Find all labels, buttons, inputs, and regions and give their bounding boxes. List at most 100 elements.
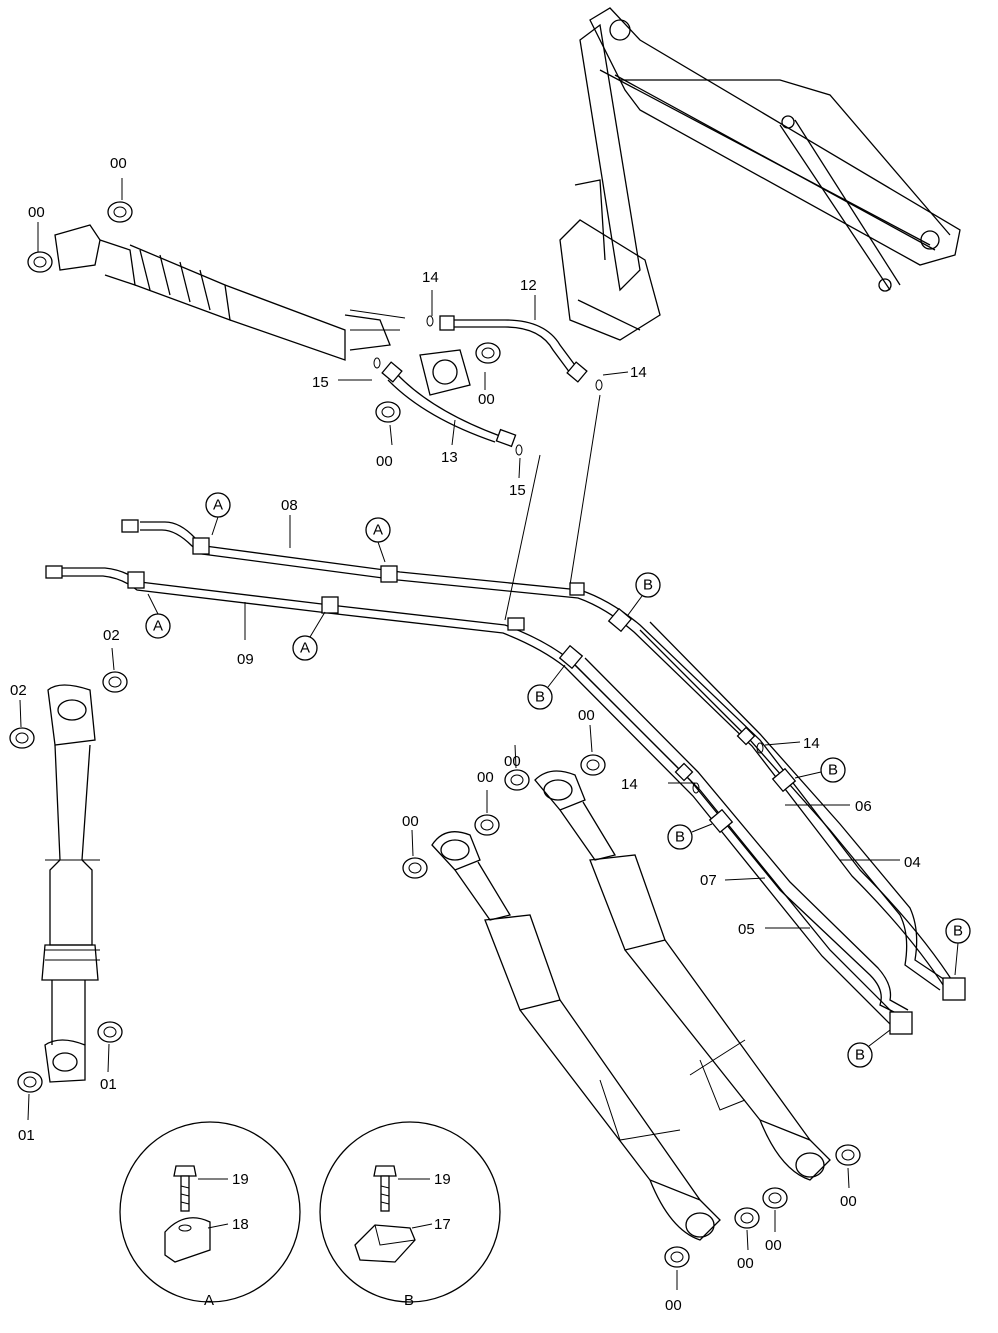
pipe-09 (60, 567, 901, 1027)
washer-00-l4 (580, 754, 606, 776)
label-02-a: 02 (103, 627, 120, 644)
detail-a-label: A (204, 1292, 214, 1309)
clamp-b-2 (558, 644, 584, 670)
label-14-05: 14 (621, 776, 638, 793)
label-07: 07 (700, 872, 717, 889)
label-18: 18 (232, 1216, 249, 1233)
detail-a: 19 18 A (119, 1121, 301, 1309)
callout-b-3-text: B (828, 762, 838, 779)
label-01-a: 01 (100, 1076, 117, 1093)
label-14-04: 14 (803, 735, 820, 752)
washer-00-top-a (107, 201, 133, 223)
clamp-b-5 (942, 977, 966, 1001)
label-00-l1: 00 (402, 813, 419, 830)
pipe-09-end (45, 565, 63, 579)
washer-00-top-b (27, 251, 53, 273)
clamp-b-4 (708, 808, 734, 834)
washer-00-l3 (504, 769, 530, 791)
detail-b-label: B (404, 1292, 414, 1309)
clamp-a-08-2 (380, 565, 398, 583)
bolt-19-a (173, 1165, 197, 1212)
joint-pipe-09 (507, 617, 525, 631)
label-08: 08 (281, 497, 298, 514)
clamp-a-09-2 (321, 596, 339, 614)
label-00-l2: 00 (477, 769, 494, 786)
left-cylinder-drawing (41, 684, 100, 1083)
detail-b-circle (319, 1121, 501, 1303)
o-ring-14-04 (756, 742, 764, 754)
callout-a-3-text: A (153, 618, 163, 635)
callout-b-3 (820, 757, 846, 783)
detail-b: 19 17 B (319, 1121, 501, 1309)
clamp-a-09-1 (127, 571, 145, 589)
bolt-19-b (373, 1165, 397, 1212)
label-12: 12 (520, 277, 537, 294)
label-15-top: 15 (312, 374, 329, 391)
callout-b-2 (527, 684, 553, 710)
washer-02-a (102, 671, 128, 693)
callout-b-2-text: B (535, 689, 545, 706)
callout-b-1-text: B (643, 577, 653, 594)
o-ring-15-top (373, 357, 381, 369)
o-ring-15-mid (515, 444, 523, 456)
callout-b-5-text: B (953, 923, 963, 940)
label-00-b1: 00 (665, 1297, 682, 1314)
callout-b-4 (667, 824, 693, 850)
joint-04 (736, 726, 756, 746)
pipe-05-07 (574, 657, 909, 1016)
callout-a-4-text: A (300, 640, 310, 657)
label-13: 13 (441, 449, 458, 466)
callout-a-4 (292, 635, 318, 661)
washer-00-b4 (835, 1144, 861, 1166)
hose-13 (381, 361, 517, 448)
label-00-b3: 00 (765, 1237, 782, 1254)
label-00-l3: 00 (504, 753, 521, 770)
label-06: 06 (855, 798, 872, 815)
callout-b-4-text: B (675, 829, 685, 846)
label-19-b: 19 (434, 1171, 451, 1188)
callout-b-6 (847, 1042, 873, 1068)
clamp-b-6 (889, 1011, 913, 1035)
clamp-17 (354, 1224, 416, 1263)
washer-02-b (9, 727, 35, 749)
joint-pipe-08 (569, 582, 585, 596)
boom-cylinder-drawing (54, 224, 471, 396)
label-05: 05 (738, 921, 755, 938)
pipe-08 (140, 521, 956, 992)
label-14-top: 14 (422, 269, 439, 286)
washer-00-b1 (664, 1246, 690, 1268)
pipe-04-06 (639, 621, 949, 991)
callout-b-6-text: B (855, 1047, 865, 1064)
clamp-b-1 (607, 607, 633, 633)
washer-00-mid-b (375, 401, 401, 423)
label-17: 17 (434, 1216, 451, 1233)
callout-a-1-text: A (213, 497, 223, 514)
clamp-b-3 (771, 767, 797, 793)
o-ring-14-right (595, 379, 603, 391)
label-00-b4: 00 (840, 1193, 857, 1210)
callout-a-2-text: A (373, 522, 383, 539)
label-14-right: 14 (630, 364, 647, 381)
o-ring-14-05 (692, 782, 700, 794)
callout-b-1 (635, 572, 661, 598)
label-00-top-a: 00 (110, 155, 127, 172)
label-19-a: 19 (232, 1171, 249, 1188)
excavator-arm-drawing (559, 7, 961, 341)
detail-a-circle (119, 1121, 301, 1303)
washer-01-a (97, 1021, 123, 1043)
label-00-b2: 00 (737, 1255, 754, 1272)
hose-12 (439, 315, 588, 383)
label-02-b: 02 (10, 682, 27, 699)
label-00-mid-b: 00 (376, 453, 393, 470)
cylinder-left-lower (431, 831, 721, 1241)
clamp-18 (164, 1217, 211, 1263)
label-04: 04 (904, 854, 921, 871)
cylinder-right-lower (534, 770, 831, 1181)
pipe-08-end (121, 519, 139, 533)
washer-00-l1 (402, 857, 428, 879)
o-ring-14-top (426, 315, 434, 327)
washer-00-l2 (474, 814, 500, 836)
joint-05 (674, 762, 694, 782)
label-15-mid: 15 (509, 482, 526, 499)
